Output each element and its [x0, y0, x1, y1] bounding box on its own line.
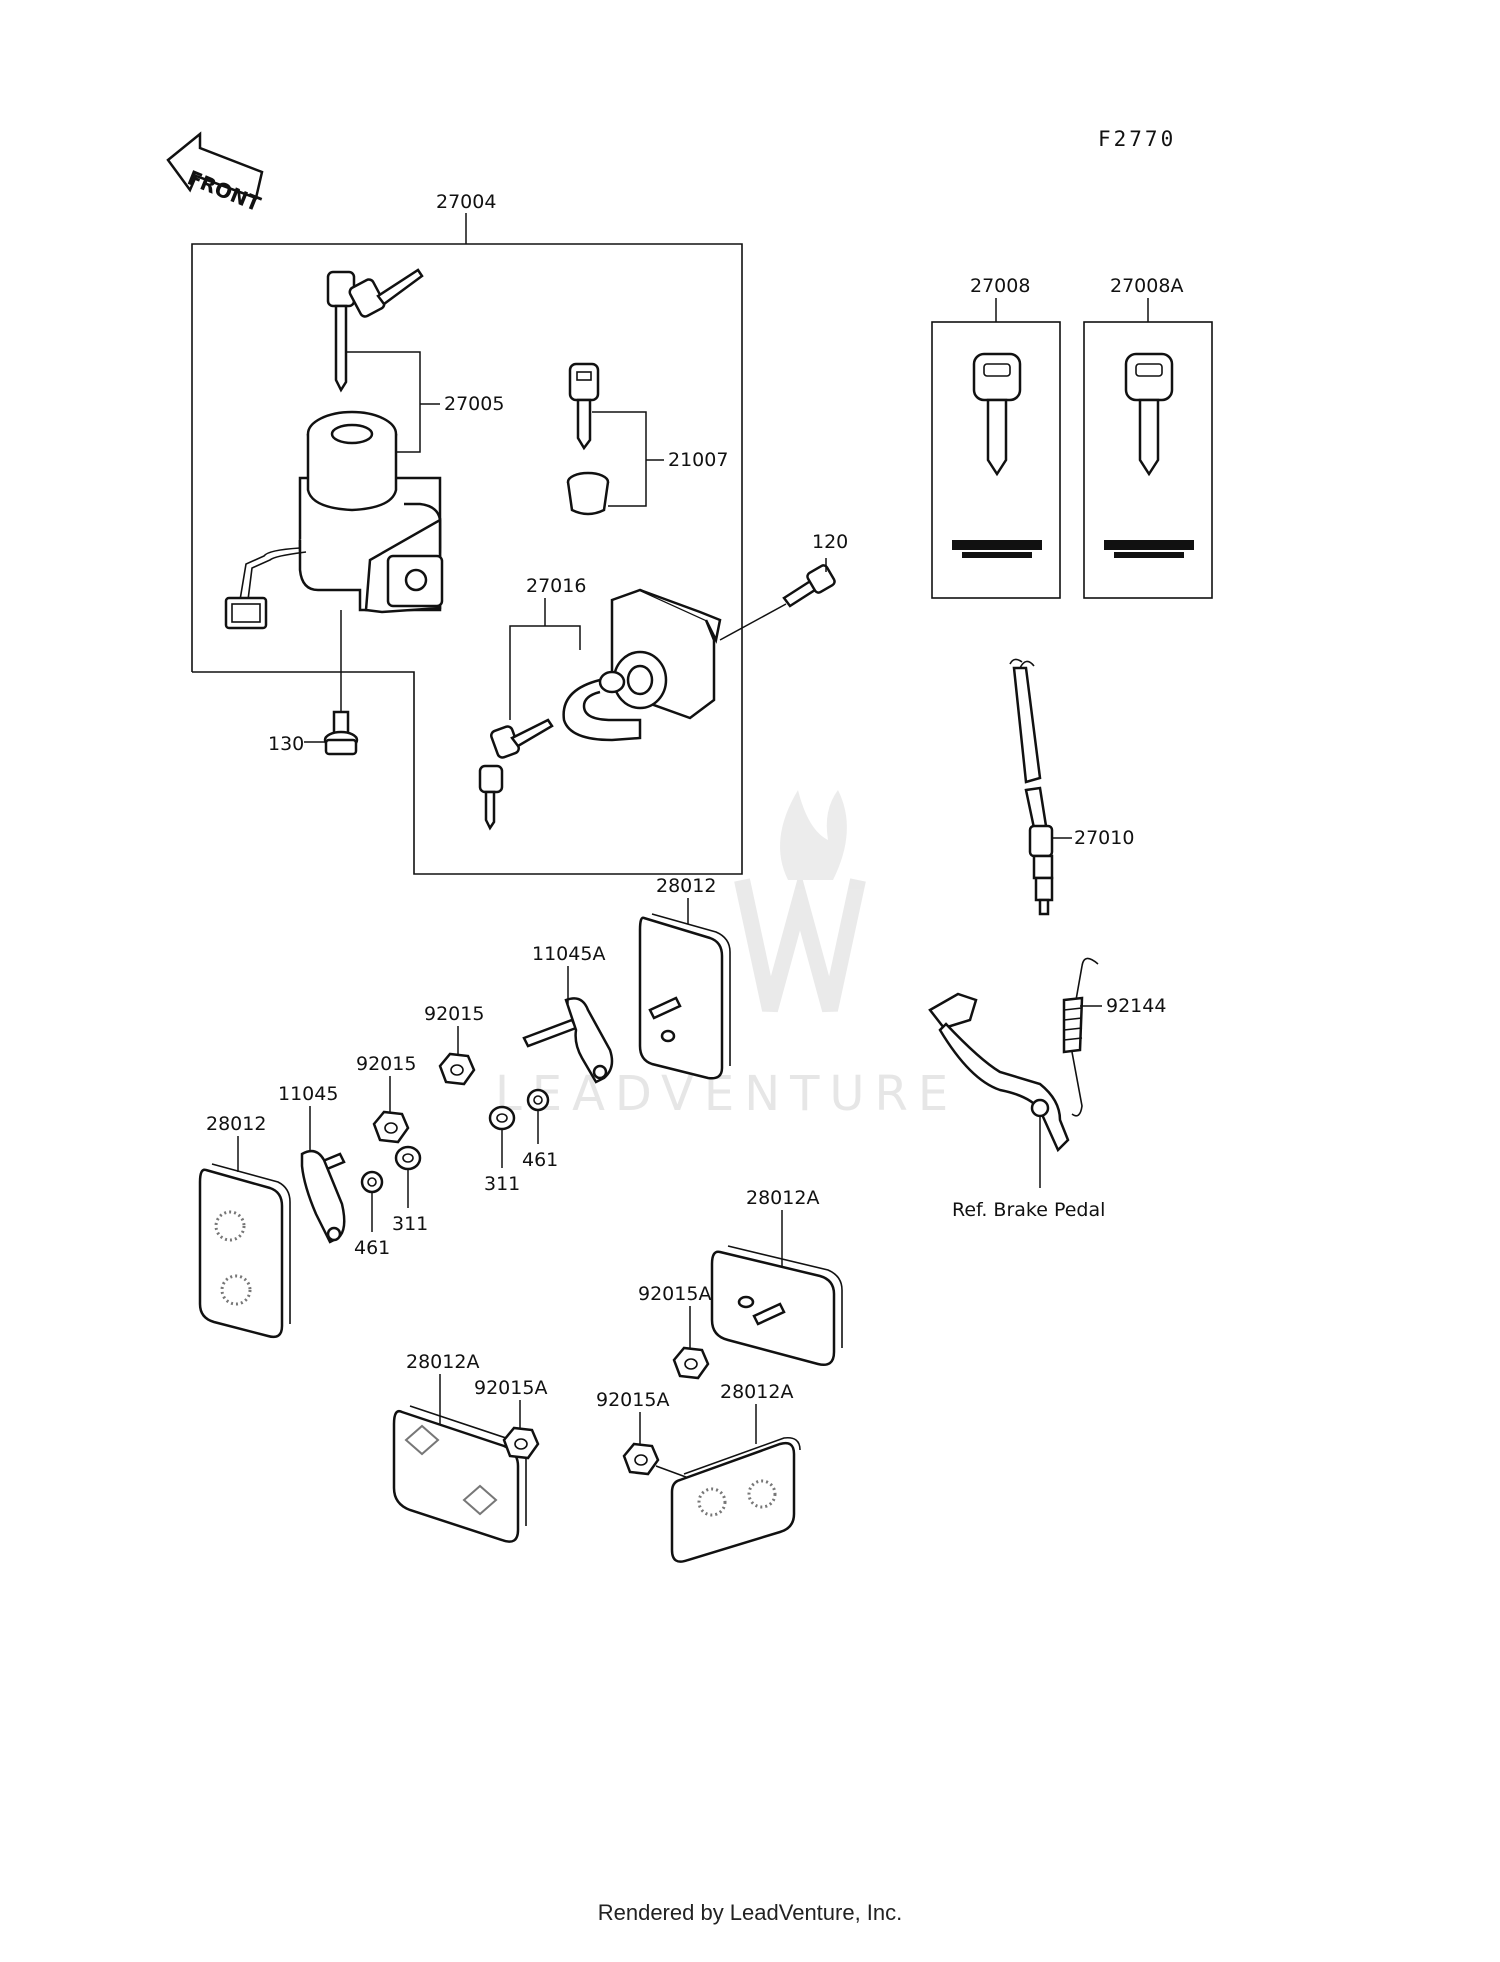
reflector-28012-center-icon — [638, 913, 731, 1080]
ignition-switch-set-outline — [191, 213, 743, 875]
callout-461-b: 461 — [354, 1237, 390, 1259]
callout-27008: 27008 — [970, 275, 1030, 297]
brake-light-switch-icon — [1009, 658, 1054, 916]
callout-11045A: 11045A — [532, 943, 605, 965]
callout-27010: 27010 — [1074, 827, 1134, 849]
bracket-11045A-icon — [522, 997, 614, 1084]
ignition-key-icon — [326, 268, 424, 393]
reflector-28012A-c-icon — [670, 1436, 801, 1563]
bolt-130-icon — [323, 710, 359, 756]
callout-ref-brake-pedal: Ref. Brake Pedal — [952, 1199, 1105, 1221]
key-panel-27008A — [1083, 298, 1213, 599]
callout-92015-a: 92015 — [424, 1003, 484, 1025]
callout-28012A-b: 28012A — [746, 1187, 819, 1209]
nut-92015-a-icon — [438, 1052, 476, 1086]
watermark-text: LEADVENTURE — [495, 1066, 958, 1122]
nut-311-b-icon — [394, 1145, 422, 1171]
nut-311-a-icon — [488, 1105, 516, 1131]
callout-28012-center: 28012 — [656, 875, 716, 897]
spring-icon — [1062, 957, 1099, 1117]
bolt-120-icon — [782, 564, 836, 608]
drawing-code: F2770 — [1098, 127, 1176, 151]
key-panel-27008 — [931, 298, 1061, 599]
reflector-28012A-a-icon — [392, 1405, 527, 1543]
helmet-lock-icon — [562, 588, 722, 742]
callout-28012-left: 28012 — [206, 1113, 266, 1135]
ignition-switch-icon — [224, 410, 444, 630]
helmet-lock-key-icon — [478, 718, 554, 831]
nut-92015A-b-icon — [672, 1346, 710, 1380]
callout-311-a: 311 — [484, 1173, 520, 1195]
front-arrow-icon: FRONT — [166, 131, 264, 216]
nut-92015-b-icon — [372, 1110, 410, 1144]
nut-92015A-a-icon — [502, 1426, 540, 1460]
callout-27016: 27016 — [526, 575, 586, 597]
callout-92144: 92144 — [1106, 995, 1166, 1017]
callout-28012A-c: 28012A — [720, 1381, 793, 1403]
callout-11045: 11045 — [278, 1083, 338, 1105]
lock-cap-icon — [566, 471, 610, 516]
reflector-28012-left-icon — [198, 1163, 291, 1339]
callout-461-a: 461 — [522, 1149, 558, 1171]
callout-130: 130 — [268, 733, 304, 755]
bracket-11045-icon — [300, 1149, 346, 1244]
footer-credit: Rendered by LeadVenture, Inc. — [597, 1900, 903, 1925]
callout-27005: 27005 — [444, 393, 504, 415]
callout-27008A: 27008A — [1110, 275, 1183, 297]
brake-pedal-icon — [928, 992, 1070, 1153]
callout-311-b: 311 — [392, 1213, 428, 1235]
key-blank-icon — [568, 362, 600, 451]
callout-92015A-b: 92015A — [638, 1283, 711, 1305]
watermark: LEADVENTURE — [495, 790, 958, 1122]
callout-21007: 21007 — [668, 449, 728, 471]
callout-92015A-a: 92015A — [474, 1377, 547, 1399]
callout-92015A-c: 92015A — [596, 1389, 669, 1411]
callout-28012A-a: 28012A — [406, 1351, 479, 1373]
callout-92015-b: 92015 — [356, 1053, 416, 1075]
washer-461-b-icon — [360, 1170, 384, 1194]
callout-27004: 27004 — [436, 191, 496, 213]
nut-92015A-c-icon — [622, 1442, 660, 1476]
reflector-28012A-b-icon — [710, 1245, 843, 1366]
washer-461-a-icon — [526, 1088, 550, 1112]
callout-120: 120 — [812, 531, 848, 553]
